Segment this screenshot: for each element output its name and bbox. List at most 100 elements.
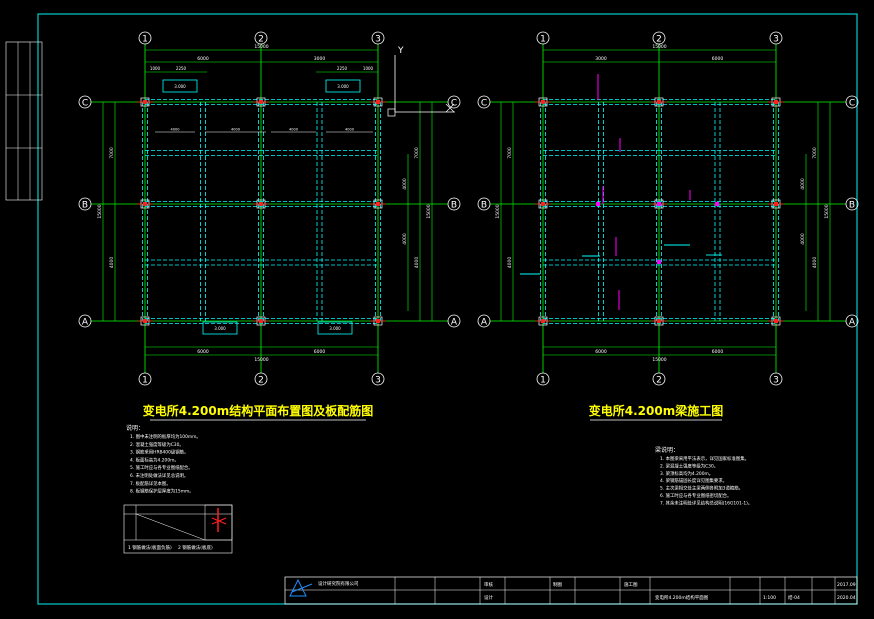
- dim-left-1: 4000: [507, 257, 513, 269]
- left-note-6: 7. 板配筋详见本图。: [130, 480, 171, 487]
- dim-left-total: 15000: [495, 204, 501, 218]
- axis-top-3-bubble: [769, 31, 783, 45]
- beam-node-3: [657, 202, 661, 206]
- axis-bottom-2-bubble: [254, 372, 268, 386]
- axis-bottom-2-label: 2: [258, 376, 264, 386]
- ucs-x-mark-b: [445, 103, 455, 113]
- dim-right-total: 15000: [824, 204, 830, 218]
- company-name: 设计研究院有限公司: [318, 580, 359, 587]
- dim-bottom-1: 6000: [712, 349, 724, 355]
- right-note-5: 6. 施工时应与各专业图纸密切配合。: [660, 492, 731, 499]
- axis-bottom-2-label: 2: [656, 376, 662, 386]
- left-note-1: 2. 混凝土强度等级为C30。: [130, 441, 184, 448]
- axis-bottom-3-bubble: [769, 372, 783, 386]
- axis-bottom-1-label: 1: [540, 376, 546, 386]
- left-note-7: 8. 板钢筋保护层厚度为15mm。: [130, 488, 194, 495]
- right-notes: 梁说明： 1. 本图梁采用平法表示，详见国家标准图集。2. 梁混凝土强度等级为C…: [655, 446, 752, 506]
- axis-right-A-bubble: [447, 314, 461, 328]
- tb-drawing-no: 结-04: [788, 594, 800, 601]
- axis-top-2-bubble: [254, 31, 268, 45]
- axis-right-C-label: C: [451, 99, 457, 109]
- opening-2: [202, 321, 238, 335]
- left-note-2: 3. 钢筋采用HRB400级钢筋。: [130, 449, 188, 456]
- axis-bottom-3-label: 3: [773, 376, 779, 386]
- axis-bottom-2-bubble: [652, 372, 666, 386]
- dim-left-0: 7000: [109, 147, 115, 159]
- dim-top-0: 6000: [197, 56, 209, 62]
- axis-right-B-label: B: [849, 201, 855, 211]
- tb-scale: 1:100: [763, 595, 776, 601]
- dim-right-inner-1: 4000: [800, 233, 806, 245]
- right-note-0: 1. 本图梁采用平法表示，详见国家标准图集。: [660, 455, 749, 462]
- dim-top-small-1: 2250: [176, 66, 187, 71]
- axis-left-C-bubble: [477, 95, 491, 109]
- right-note-6: 7. 其余未注明处详见结构总说明(16G101-1)。: [660, 499, 752, 506]
- axis-top-1-bubble: [138, 31, 152, 45]
- slab-mark-2: 4000: [289, 128, 298, 132]
- axis-left-C-bubble: [78, 95, 92, 109]
- dim-right-inner-0: 4000: [800, 178, 806, 190]
- left-note-4: 5. 施工时应与各专业图纸配合。: [130, 464, 193, 471]
- axis-top-2-bubble: [652, 31, 666, 45]
- drawing-frame: [37, 13, 858, 605]
- binding-strip: [5, 41, 43, 201]
- axis-bottom-1-label: 1: [142, 376, 148, 386]
- dim-top-1: 6000: [712, 56, 724, 62]
- dim-top-total: 15000: [652, 44, 666, 50]
- left-note-5: 6. 未注明处做法详见总说明。: [130, 472, 188, 479]
- dim-right-total: 15000: [426, 204, 432, 218]
- dim-left-1: 4000: [109, 257, 115, 269]
- legend-caption-right: 2 钢筋做法(板底): [178, 544, 213, 551]
- opening-3: [317, 321, 353, 335]
- axis-bottom-3-bubble: [371, 372, 385, 386]
- axis-left-C-label: C: [82, 99, 88, 109]
- right-plan-title: 变电所4.200m梁施工图: [589, 403, 723, 418]
- ucs-y-label: Y: [397, 46, 404, 56]
- axis-left-B-label: B: [481, 201, 487, 211]
- ucs-box: [387, 108, 396, 117]
- dim-bottom-total: 15000: [652, 357, 666, 363]
- slab-mark-0: 4000: [171, 128, 180, 132]
- dim-right-0: 7000: [414, 147, 420, 159]
- opening-label-2: 3.000: [214, 326, 226, 331]
- beam-node-1: [657, 260, 661, 264]
- axis-top-3-label: 3: [773, 35, 779, 45]
- axis-right-B-bubble: [447, 197, 461, 211]
- tb-drawing-title: 变电所4.200m结构平面图: [655, 594, 709, 601]
- beam-node-2: [715, 202, 719, 206]
- left-notes-heading: 说明：: [126, 424, 144, 432]
- company-logo: [289, 578, 313, 597]
- left-note-3: 4. 板面标高为4.200m。: [130, 456, 179, 463]
- dim-top-total: 15000: [254, 44, 268, 50]
- tb-designer: 设计: [484, 594, 493, 601]
- legend-caption-left: 1 钢筋做法(板面负筋): [128, 544, 172, 551]
- dim-right-1: 4000: [812, 257, 818, 269]
- right-notes-heading: 梁说明：: [655, 446, 679, 454]
- dim-bottom-0: 6000: [197, 349, 209, 355]
- axis-top-3-bubble: [371, 31, 385, 45]
- right-note-4: 5. 主次梁相交处主梁两侧各附加3道箍筋。: [660, 485, 743, 492]
- axis-left-B-bubble: [78, 197, 92, 211]
- axis-left-A-label: A: [481, 318, 488, 328]
- right-note-1: 2. 梁混凝土强度等级为C30。: [660, 462, 718, 469]
- axis-bottom-3-label: 3: [375, 376, 381, 386]
- dim-top-0: 3000: [595, 56, 607, 62]
- slab-mark-3: 4000: [345, 128, 354, 132]
- axis-top-1-label: 1: [142, 35, 148, 45]
- axis-left-B-label: B: [82, 201, 88, 211]
- opening-label-0: 3.000: [174, 84, 186, 89]
- left-plan-title: 变电所4.200m结构平面布置图及板配筋图: [143, 403, 373, 418]
- slab-mark-1: 4000: [231, 128, 240, 132]
- axis-right-B-label: B: [451, 201, 457, 211]
- dim-right-0: 7000: [812, 147, 818, 159]
- dim-right-1: 4000: [414, 257, 420, 269]
- dim-top-small-3: 1000: [363, 66, 374, 71]
- tb-drawer: 制图: [553, 581, 562, 588]
- axis-right-C-bubble: [845, 95, 859, 109]
- axis-top-2-label: 2: [656, 35, 662, 45]
- opening-1: [325, 79, 361, 93]
- axis-bottom-1-bubble: [536, 372, 550, 386]
